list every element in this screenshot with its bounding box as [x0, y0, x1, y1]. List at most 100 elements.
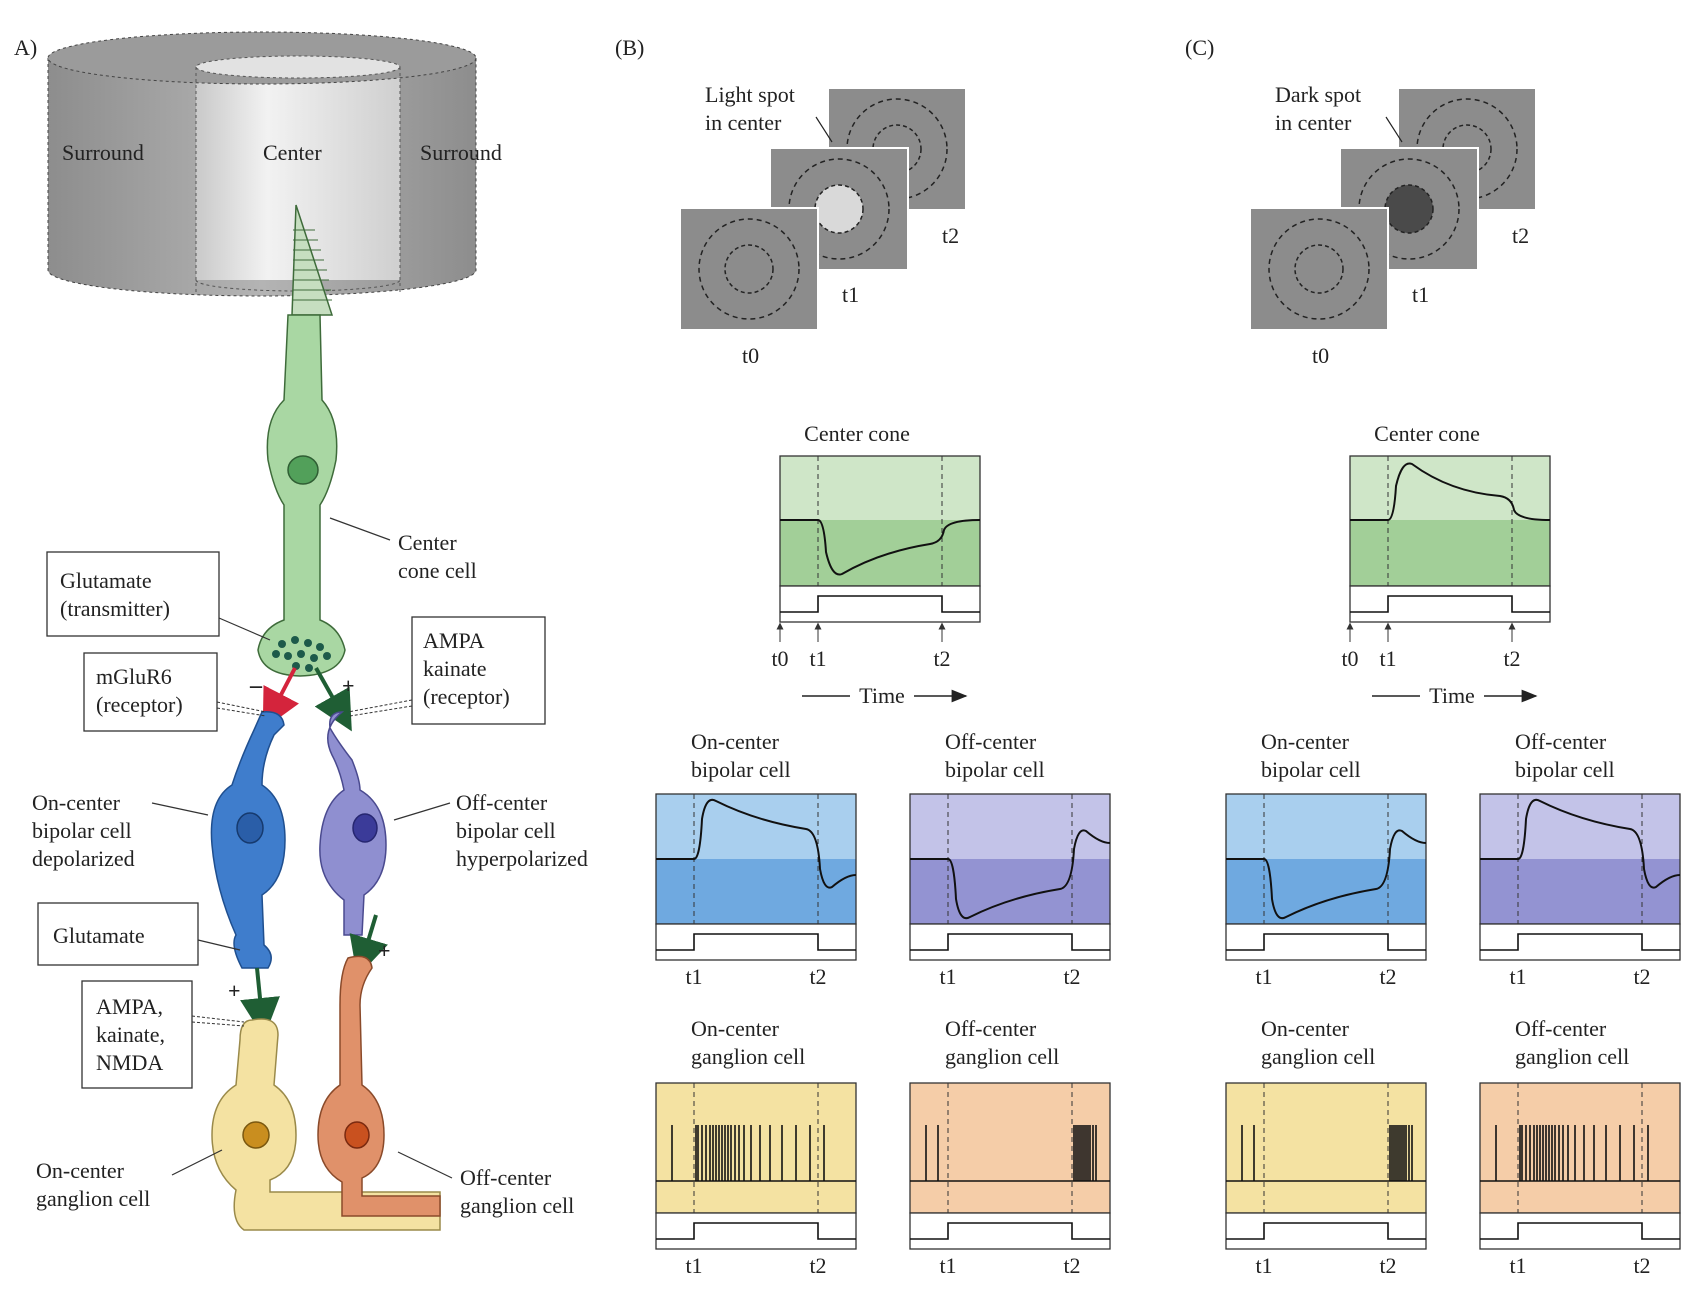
- frame-label: t1: [842, 282, 859, 307]
- center-cone-title: Center cone: [804, 421, 910, 446]
- off-ganglion-label-line2: ganglion cell: [460, 1193, 574, 1218]
- off-bipolar-label-line1: Off-center: [456, 790, 548, 815]
- tick-label: t2: [933, 646, 950, 671]
- box-ampa-kainate-line2: kainate: [423, 656, 487, 681]
- voltage-trace: [656, 798, 857, 889]
- spot-label-line2: in center: [705, 110, 782, 135]
- bg-lower: [1350, 520, 1550, 586]
- surround-right-label: Surround: [420, 140, 502, 165]
- bg: [1480, 1083, 1680, 1213]
- tick-label: t0: [1341, 646, 1358, 671]
- on-ganglion-label: On-center ganglion cell: [36, 1149, 223, 1211]
- off-bipolar-label-line2: bipolar cell: [456, 818, 556, 843]
- stimulus-trace: [910, 933, 1110, 951]
- center-cone-cell-label-1: Center: [398, 530, 457, 555]
- tick-label-t1: t1: [685, 964, 702, 989]
- surround-ring: [1268, 218, 1370, 320]
- voltage-trace: [910, 829, 1111, 920]
- box-ampa-kainate-line3: (receptor): [423, 684, 510, 709]
- stimulus-trace: [656, 933, 856, 951]
- tick-label: t2: [1503, 646, 1520, 671]
- box-glutamate-transmitter-line1: Glutamate: [60, 568, 152, 593]
- tick-label-t2: t2: [809, 964, 826, 989]
- box-ampa-kainate-nmda-line2: kainate,: [96, 1022, 165, 1047]
- surround-left-label: Surround: [62, 140, 144, 165]
- frame-t0: t0: [679, 207, 819, 368]
- bg-upper: [780, 456, 980, 520]
- stimulus-bar: [1225, 923, 1427, 961]
- box-glutamate-transmitter-line2: (transmitter): [60, 596, 170, 621]
- bg-upper: [1480, 794, 1680, 859]
- bg-upper: [1226, 794, 1426, 859]
- stimulus-trace: [1226, 1222, 1426, 1240]
- stimulus-trace: [1350, 595, 1550, 613]
- plot-title-line1: Off-center: [1515, 1016, 1607, 1041]
- plot-title-line1: Off-center: [945, 1016, 1037, 1041]
- stimulus-bar: [655, 1212, 857, 1250]
- bg-upper: [1350, 456, 1550, 520]
- box-ampa-kainate-nmda-line1: AMPA,: [96, 994, 163, 1019]
- stimulus-trace: [1480, 933, 1680, 951]
- center-ring: [1294, 244, 1344, 294]
- off-bipolar-label: Off-center bipolar cell hyperpolarized: [393, 790, 588, 871]
- tick-label-t1: t1: [939, 1253, 956, 1278]
- stimulus-bar: [1349, 585, 1551, 623]
- bg-lower: [780, 520, 980, 586]
- center-cone-title: Center cone: [1374, 421, 1480, 446]
- cone-trace: [780, 519, 981, 576]
- plot-title-line2: ganglion cell: [1515, 1044, 1629, 1069]
- tick-label: t0: [771, 646, 788, 671]
- off-ganglion-label: Off-center ganglion cell: [397, 1151, 574, 1218]
- frame-t0: t0: [1249, 207, 1389, 368]
- box-ampa-kainate: AMPA kainate (receptor): [347, 616, 546, 725]
- time-axis-label: Time: [859, 683, 905, 708]
- plus-sign-2: +: [228, 978, 241, 1003]
- stimulus-trace: [656, 1222, 856, 1240]
- box-ampa-kainate-nmda: AMPA, kainate, NMDA: [81, 980, 245, 1089]
- spot-label-leader: [815, 116, 833, 143]
- plot-title-line1: On-center: [1261, 1016, 1350, 1041]
- box-mglur6-line1: mGluR6: [96, 664, 172, 689]
- bg-upper: [910, 794, 1110, 859]
- on-bipolar-label-line1: On-center: [32, 790, 121, 815]
- off-bipolar-to-ganglion-arrow: [349, 914, 388, 978]
- plot-title-line1: Off-center: [1515, 729, 1607, 754]
- stimulus-trace: [780, 595, 980, 613]
- frame-label: t2: [1512, 223, 1529, 248]
- tick-label-t2: t2: [1633, 964, 1650, 989]
- stimulus-frame: [1249, 207, 1389, 331]
- panel-a: A) Surround Center Surround: [14, 31, 588, 1231]
- box-glutamate-transmitter: Glutamate (transmitter): [46, 551, 271, 641]
- plot-title-line1: On-center: [691, 1016, 780, 1041]
- stimulus-bar: [1225, 1212, 1427, 1250]
- stimulus-trace: [1480, 1222, 1680, 1240]
- box-mglur6: mGluR6 (receptor): [83, 652, 267, 732]
- panel-label: (B): [615, 35, 644, 60]
- box-mglur6-line2: (receptor): [96, 692, 183, 717]
- center-label: Center: [263, 140, 322, 165]
- stimulus-bar: [1479, 923, 1681, 961]
- tick-label-t2: t2: [1379, 1253, 1396, 1278]
- stimulus-bar: [779, 585, 981, 623]
- spot-label-line1: Light spot: [705, 82, 795, 107]
- tick-label-t2: t2: [1063, 964, 1080, 989]
- spot-label-line2: in center: [1275, 110, 1352, 135]
- tick-label-t2: t2: [1633, 1253, 1650, 1278]
- plot-title-line2: bipolar cell: [691, 757, 791, 782]
- off-ganglion-nucleus: [344, 1121, 370, 1149]
- excitatory-arrow: [314, 667, 352, 732]
- center-cone-cell-label-2: cone cell: [398, 558, 477, 583]
- time-axis-label: Time: [1429, 683, 1475, 708]
